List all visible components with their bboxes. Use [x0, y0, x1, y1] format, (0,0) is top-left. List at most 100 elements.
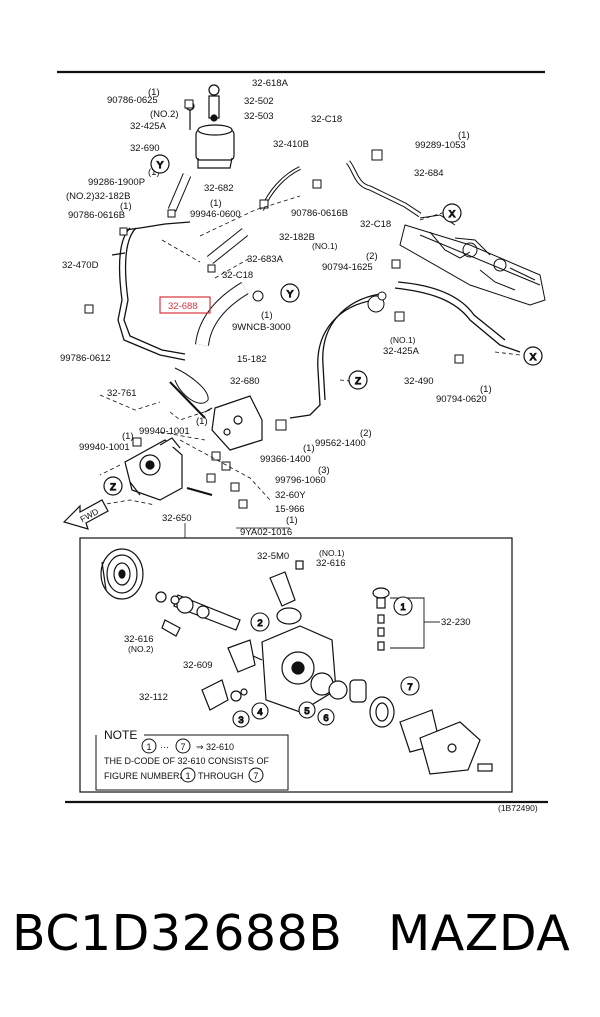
item-5-marker: 5 — [304, 706, 309, 717]
part-label: 32-683A — [247, 254, 284, 265]
note-heading: NOTE — [104, 728, 137, 742]
part-label: (1) — [303, 443, 315, 454]
part-label: 90794-0620 — [436, 394, 487, 405]
part-label: 32-410B — [273, 139, 309, 150]
part-label: 32-680 — [230, 376, 260, 387]
dashed-leaders — [99, 195, 521, 506]
part-label: 32-503 — [244, 111, 274, 122]
part-label: 99946-0600 — [190, 209, 241, 220]
ref-y-1: Y — [157, 160, 164, 171]
part-label: (NO.1) — [319, 548, 345, 558]
part-label: 99940-1001 — [139, 426, 190, 437]
steering-gear — [399, 214, 546, 306]
part-label: (1) — [458, 130, 470, 141]
part-label: 90794-1625 — [322, 262, 373, 273]
highlighted-part-label: 32-688 — [168, 301, 198, 312]
part-label: 32-230 — [441, 617, 471, 628]
part-label: 32-470D — [62, 260, 99, 271]
part-label: 99366-1400 — [260, 454, 311, 465]
part-label: (2) — [366, 251, 378, 262]
part-label: 32-112 — [139, 692, 168, 703]
part-label: 99940-1001 — [79, 442, 130, 453]
ref-x-1: X — [449, 209, 456, 220]
part-label: (1) — [196, 416, 208, 427]
item-7-marker: 7 — [407, 682, 412, 693]
part-caption: BC1D32688B MAZDA — [0, 905, 600, 975]
part-label: 99796-1060 — [275, 475, 326, 486]
part-label: (1) — [286, 515, 298, 526]
part-label: 15-966 — [275, 504, 305, 515]
part-label: 32-C18 — [222, 270, 253, 281]
note-line-3-num-1: 1 — [185, 771, 190, 781]
highlight-box — [159, 296, 211, 314]
part-label: 90786-0625 — [107, 95, 158, 106]
part-label: 32-761 — [107, 388, 137, 399]
note-line-3-a: FIGURE NUMBERS — [104, 771, 186, 781]
part-label: 32-425A — [383, 346, 420, 357]
part-label: 32-5M0 — [257, 551, 289, 562]
reference-markers: Y Y X X Z Z — [103, 154, 543, 496]
part-label: 32-616 — [316, 558, 346, 569]
part-label: 32-490 — [404, 376, 434, 387]
pump-exploded-view — [100, 548, 493, 775]
ref-x-2: X — [530, 352, 537, 363]
part-label: (1) — [480, 384, 492, 395]
part-label: 90786-0616B — [291, 208, 348, 219]
pump-body — [124, 437, 183, 501]
part-label: (3) — [318, 465, 330, 476]
note-result: ⇒ 32-610 — [196, 742, 234, 752]
bracket-32-680 — [204, 395, 263, 451]
part-label: (1) — [120, 201, 132, 212]
part-label: 32-684 — [414, 168, 444, 179]
part-label: (NO.2) — [150, 109, 179, 120]
part-label: (NO.1) — [312, 241, 338, 251]
item-4-marker: 4 — [257, 707, 262, 718]
part-label: 9WNCB-3000 — [232, 322, 291, 333]
note-line-3-num-7: 7 — [253, 771, 258, 781]
part-number: BC1D32688B — [12, 905, 343, 962]
part-label: (1) — [210, 198, 222, 209]
part-label: (1) — [148, 167, 160, 178]
reservoir-tank — [185, 84, 235, 169]
part-label: 9YA02-1016 — [240, 527, 292, 538]
part-label: 32-690 — [130, 143, 160, 154]
pipes — [111, 160, 521, 419]
part-label: 32-C18 — [311, 114, 342, 125]
part-label: (NO.2)32-182B — [66, 191, 130, 202]
note-block: NOTE 1 ··· 7 ⇒ 32-610 THE D-CODE OF 32-6… — [95, 728, 289, 791]
reference-code: (1B72490) — [498, 803, 538, 813]
part-label: 99286-1900P — [88, 177, 145, 188]
bolts-upper — [84, 99, 464, 509]
part-label: (2) — [360, 428, 372, 439]
part-label: (NO.2) — [128, 644, 154, 654]
note-num-1: 1 — [146, 742, 151, 752]
part-label: 32-682 — [204, 183, 234, 194]
part-label: (1) — [261, 310, 273, 321]
part-label: 32-60Y — [275, 490, 306, 501]
fwd-arrow: FWD — [62, 499, 109, 530]
part-label: 32-425A — [130, 121, 167, 132]
part-label: 99786-0612 — [60, 353, 111, 364]
item-1-marker: 1 — [400, 602, 405, 613]
part-label: (1) — [148, 87, 160, 98]
ref-z-1: Z — [355, 376, 361, 387]
item-6-marker: 6 — [323, 713, 328, 724]
part-label: 32-C18 — [360, 219, 391, 230]
ref-z-2: Z — [110, 482, 116, 493]
part-label: (1) — [122, 431, 134, 442]
part-label: (NO.1) — [390, 335, 416, 345]
part-label: 90786-0616B — [68, 210, 125, 221]
part-label: 32-609 — [183, 660, 213, 671]
note-line-2: THE D-CODE OF 32-610 CONSISTS OF — [104, 756, 270, 766]
item-2-marker: 2 — [257, 618, 262, 629]
pump-detail-frame — [79, 537, 513, 793]
part-label: 99289-1053 — [415, 140, 466, 151]
ref-y-2: Y — [287, 289, 294, 300]
callout-labels: 32-618A (1) 90786-0625 32-502 (NO.2) 32-… — [60, 78, 492, 703]
part-label: 32-182B — [279, 232, 315, 243]
part-label: 99562-1400 — [315, 438, 366, 449]
item-3-marker: 3 — [238, 715, 243, 726]
item-number-markers: 1 2 3 4 5 6 7 — [232, 596, 420, 728]
part-label: 32-618A — [252, 78, 289, 89]
note-num-7: 7 — [180, 742, 185, 752]
